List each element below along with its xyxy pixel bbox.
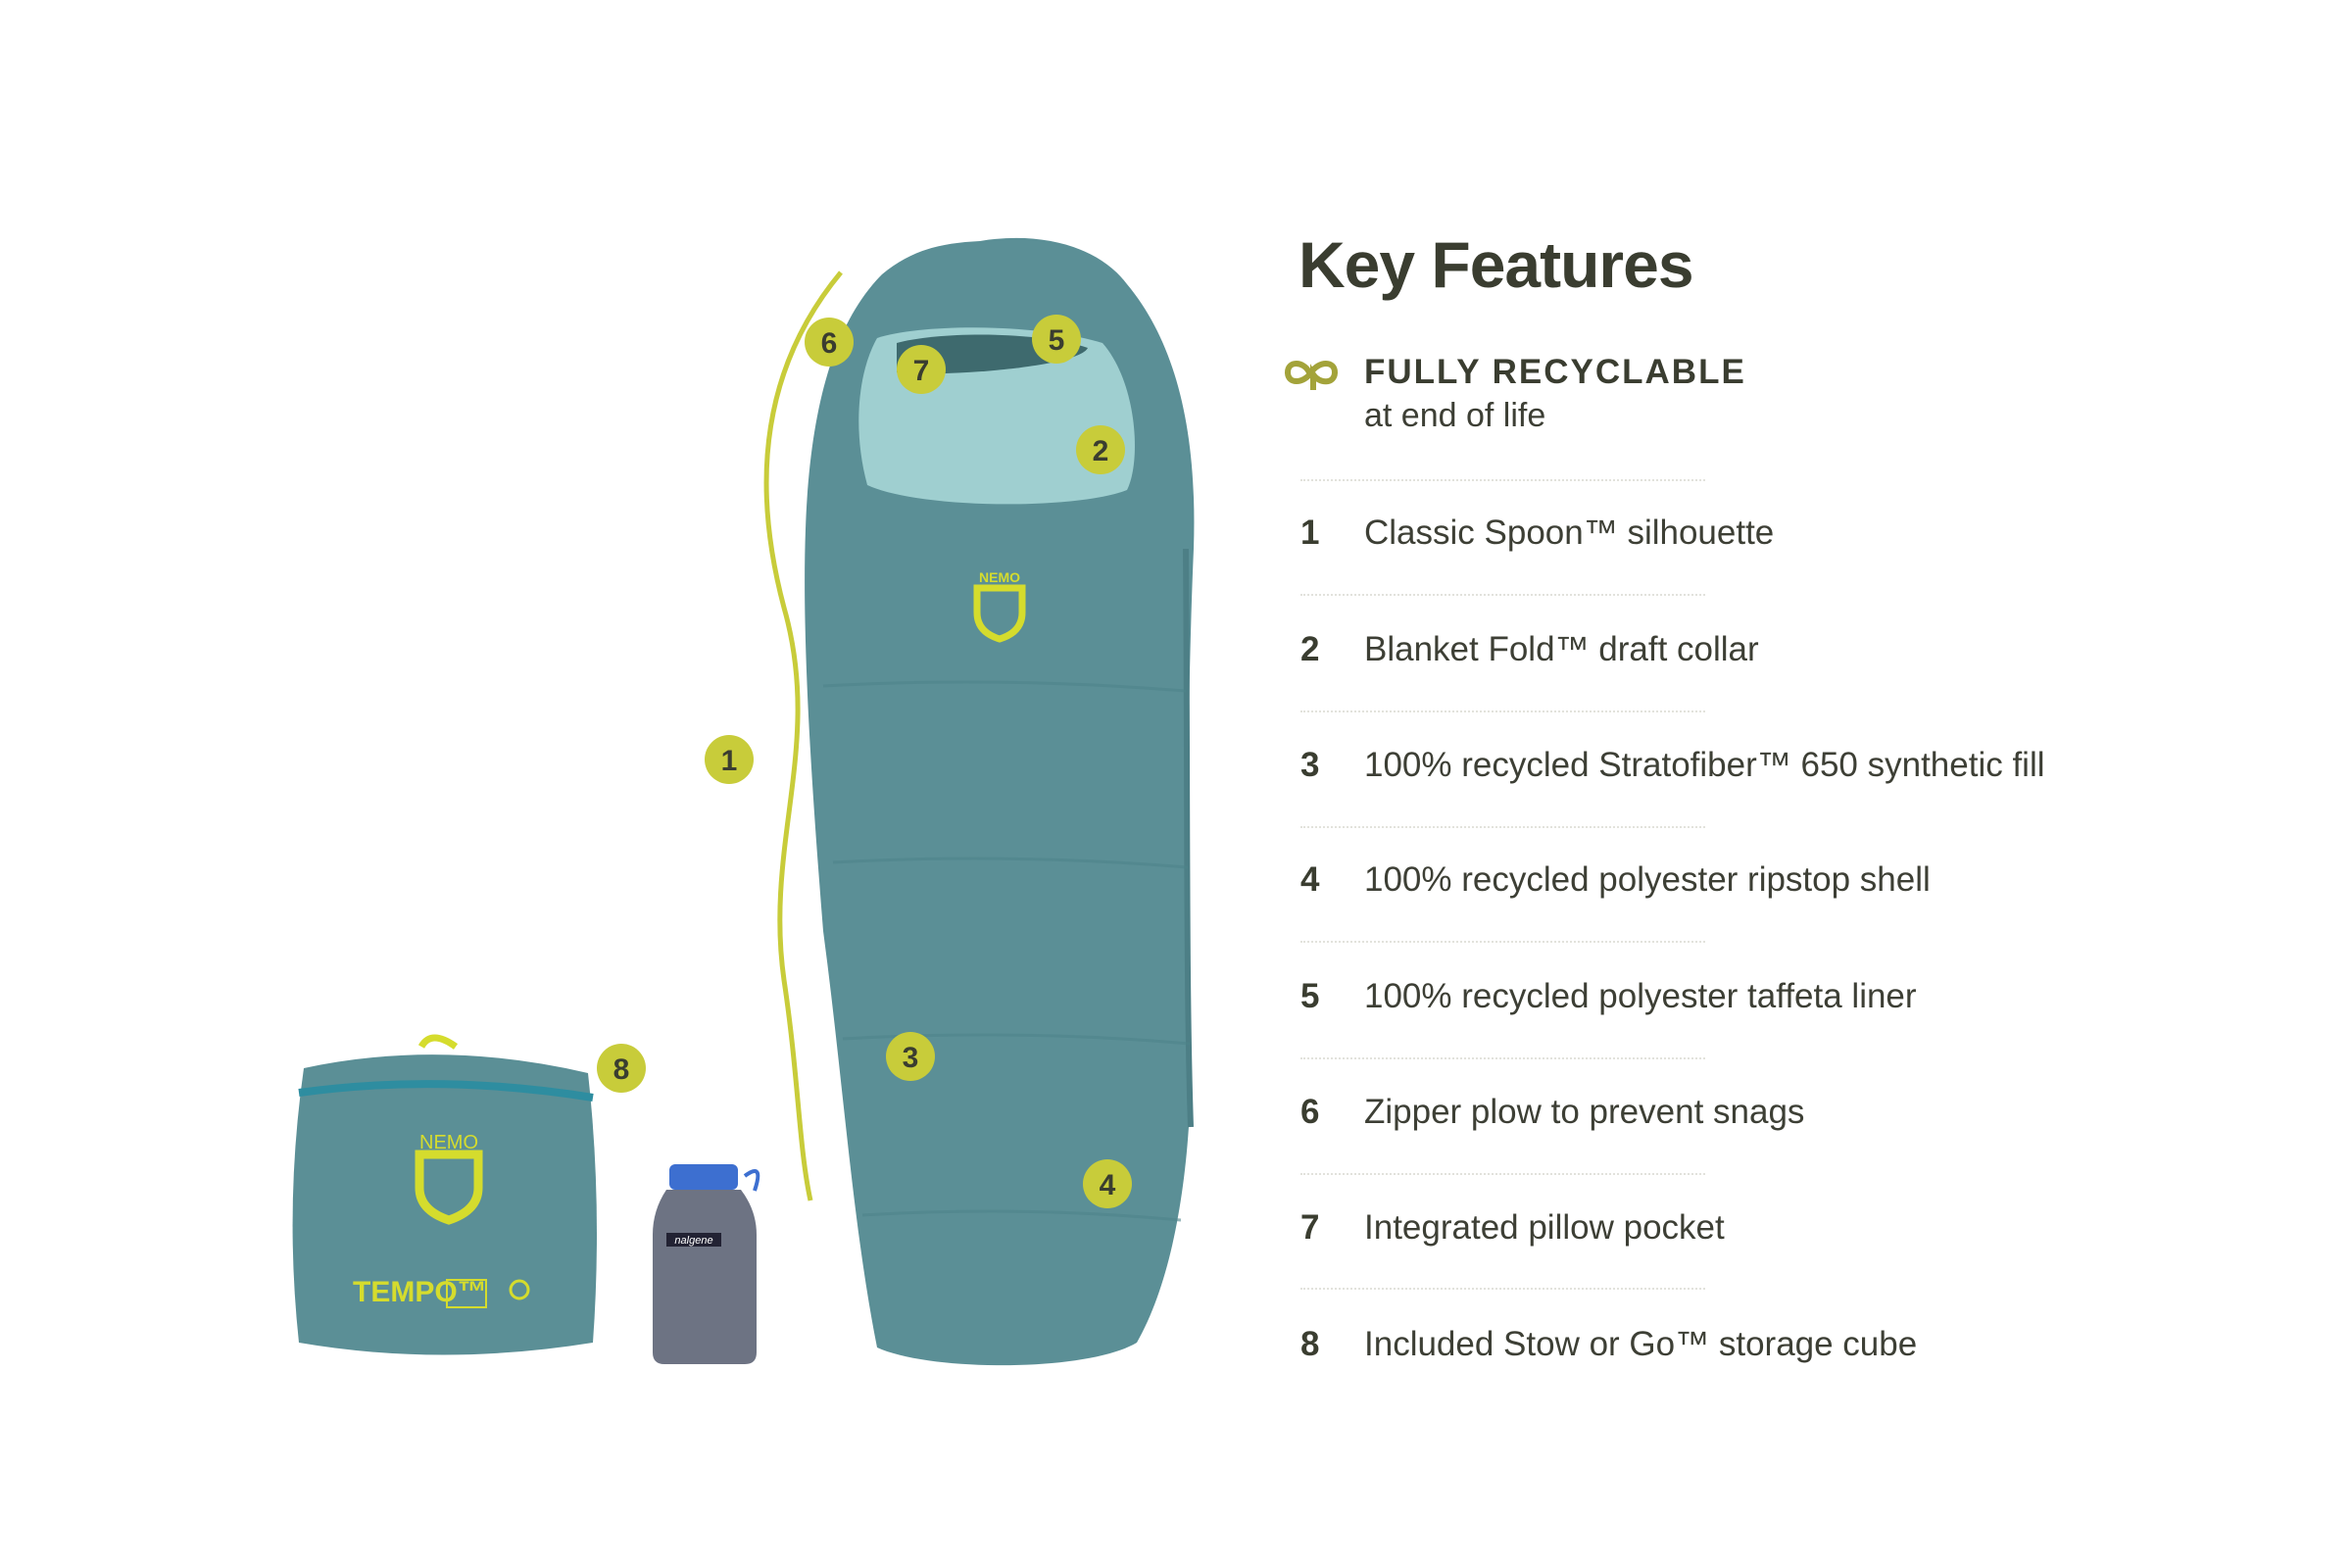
feature-text: 100% recycled Stratofiber™ 650 synthetic… [1364, 746, 2045, 784]
svg-text:TEMPO™: TEMPO™ [353, 1276, 487, 1308]
recyclable-title: FULLY RECYCLABLE [1364, 353, 1746, 391]
sleeping-bag: NEMO [805, 237, 1195, 1366]
marker-5: 5 [1032, 315, 1081, 364]
feature-item: 3 100% recycled Stratofiber™ 650 syntheti… [1300, 744, 2045, 787]
divider [1300, 1057, 1705, 1059]
divider [1300, 826, 1705, 828]
silhouette-curve [763, 270, 843, 1201]
feature-text: 100% recycled polyester taffeta liner [1364, 977, 1917, 1015]
svg-text:2: 2 [1093, 435, 1109, 467]
divider [1300, 710, 1705, 712]
divider [1300, 1173, 1705, 1175]
divider [1300, 479, 1705, 481]
marker-6: 6 [805, 318, 854, 367]
svg-text:6: 6 [821, 327, 838, 360]
divider [1300, 941, 1705, 943]
feature-number: 3 [1300, 746, 1320, 784]
svg-text:1: 1 [721, 745, 738, 777]
divider [1300, 594, 1705, 596]
svg-text:NEMO: NEMO [419, 1132, 478, 1153]
feature-number: 7 [1300, 1208, 1320, 1247]
feature-text: Included Stow or Go™ storage cube [1364, 1325, 1918, 1363]
feature-number: 5 [1300, 977, 1320, 1015]
feature-text: Zipper plow to prevent snags [1364, 1093, 1805, 1131]
svg-text:nalgene: nalgene [674, 1235, 712, 1247]
feature-number: 2 [1300, 630, 1320, 668]
feature-number: 6 [1300, 1093, 1320, 1131]
recyclable-subtitle: at end of life [1364, 397, 1546, 434]
endless-loop-icon [1284, 361, 1339, 390]
feature-item: 2 Blanket Fold™ draft collar [1300, 628, 1759, 671]
feature-text: 100% recycled polyester ripstop shell [1364, 860, 1931, 899]
feature-text: Blanket Fold™ draft collar [1364, 630, 1759, 668]
marker-2: 2 [1076, 425, 1125, 474]
divider [1300, 1288, 1705, 1290]
marker-3: 3 [886, 1032, 935, 1081]
marker-7: 7 [897, 345, 946, 394]
feature-text: Integrated pillow pocket [1364, 1208, 1725, 1247]
feature-number: 4 [1300, 860, 1320, 899]
marker-8: 8 [597, 1044, 646, 1093]
feature-item: 8 Included Stow or Go™ storage cube [1300, 1323, 1917, 1366]
feature-number: 1 [1300, 514, 1320, 552]
feature-item: 4 100% recycled polyester ripstop shell [1300, 858, 1931, 902]
svg-text:8: 8 [613, 1054, 630, 1086]
marker-1: 1 [705, 735, 754, 784]
svg-text:4: 4 [1100, 1169, 1116, 1201]
feature-item: 1 Classic Spoon™ silhouette [1300, 512, 1774, 555]
feature-item: 6 Zipper plow to prevent snags [1300, 1091, 1804, 1134]
feature-text: Classic Spoon™ silhouette [1364, 514, 1775, 552]
svg-text:3: 3 [903, 1042, 919, 1074]
marker-4: 4 [1083, 1159, 1132, 1208]
water-bottle: nalgene [653, 1164, 760, 1364]
svg-text:5: 5 [1049, 324, 1065, 357]
bag-brand-logo: NEMO [979, 569, 1020, 585]
svg-text:7: 7 [913, 355, 930, 387]
feature-item: 5 100% recycled polyester taffeta liner [1300, 975, 1917, 1018]
page-title: Key Features [1298, 228, 1694, 301]
storage-cube: NEMO TEMPO™ [292, 1034, 597, 1355]
feature-item: 7 Integrated pillow pocket [1300, 1206, 1725, 1250]
feature-number: 8 [1300, 1325, 1320, 1363]
